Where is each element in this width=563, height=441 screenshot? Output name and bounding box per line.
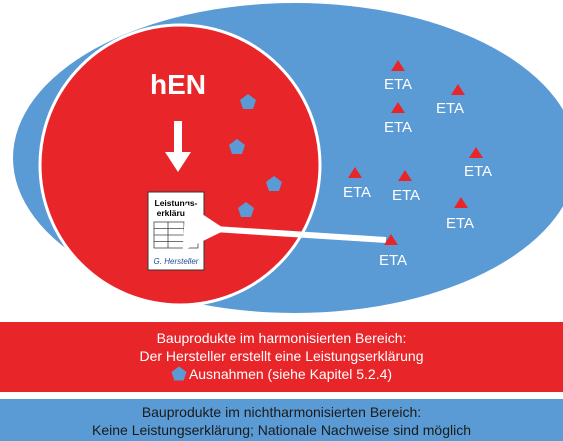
eta-label: ETA	[464, 163, 492, 180]
non-harmonized-banner-line1: Bauprodukte im nichtharmonisierten Berei…	[141, 404, 422, 420]
down-arrow-icon	[165, 121, 191, 172]
harmonized-banner: Bauprodukte im harmonisierten Bereich: D…	[0, 322, 563, 392]
harmonized-banner-line2: Der Hersteller erstellt eine Leistungser…	[139, 348, 424, 364]
non-harmonized-banner: Bauprodukte im nichtharmonisierten Berei…	[0, 399, 563, 441]
eta-label: ETA	[446, 215, 474, 232]
eta-marker: ETA	[436, 84, 465, 117]
non-harmonized-banner-line2: Keine Leistungserklärung; Nationale Nach…	[92, 422, 471, 438]
eta-marker: ETA	[343, 167, 371, 201]
eta-label: ETA	[436, 100, 464, 117]
exception-pentagon-icon	[238, 202, 254, 217]
exception-pentagon-icon	[171, 366, 187, 381]
eta-label: ETA	[384, 76, 412, 93]
harmonized-banner-line3: Ausnahmen (siehe Kapitel 5.2.4)	[188, 366, 393, 382]
eta-label: ETA	[379, 252, 407, 269]
eta-marker: ETA	[384, 60, 412, 93]
construction-products-diagram: hEN Leistungs- erklärung G. Hersteller	[13, 3, 563, 313]
exception-pentagon-icon	[229, 139, 245, 154]
eta-to-document-arrow	[182, 203, 387, 252]
declaration-of-performance-document: Leistungs- erklärung G. Hersteller	[147, 191, 205, 271]
eta-marker: ETA	[446, 197, 474, 232]
hen-label: hEN	[150, 69, 206, 100]
exception-pentagon-icon	[266, 176, 282, 191]
harmonized-banner-line1: Bauprodukte im harmonisierten Bereich:	[156, 330, 407, 346]
document-title-line2: erklärung	[157, 208, 196, 218]
eta-marker: ETA	[392, 170, 420, 204]
document-title-line1: Leistungs-	[155, 198, 198, 208]
document-signature: G. Hersteller	[154, 257, 199, 266]
eta-label: ETA	[384, 119, 412, 136]
eta-marker: ETA	[379, 234, 407, 269]
eta-label: ETA	[343, 184, 371, 201]
harmonized-banner-line3-row: Ausnahmen (siehe Kapitel 5.2.4)	[0, 365, 563, 383]
eta-marker: ETA	[464, 147, 492, 180]
exception-pentagon-icon	[240, 94, 256, 109]
eta-marker: ETA	[384, 102, 412, 136]
eta-label: ETA	[392, 187, 420, 204]
